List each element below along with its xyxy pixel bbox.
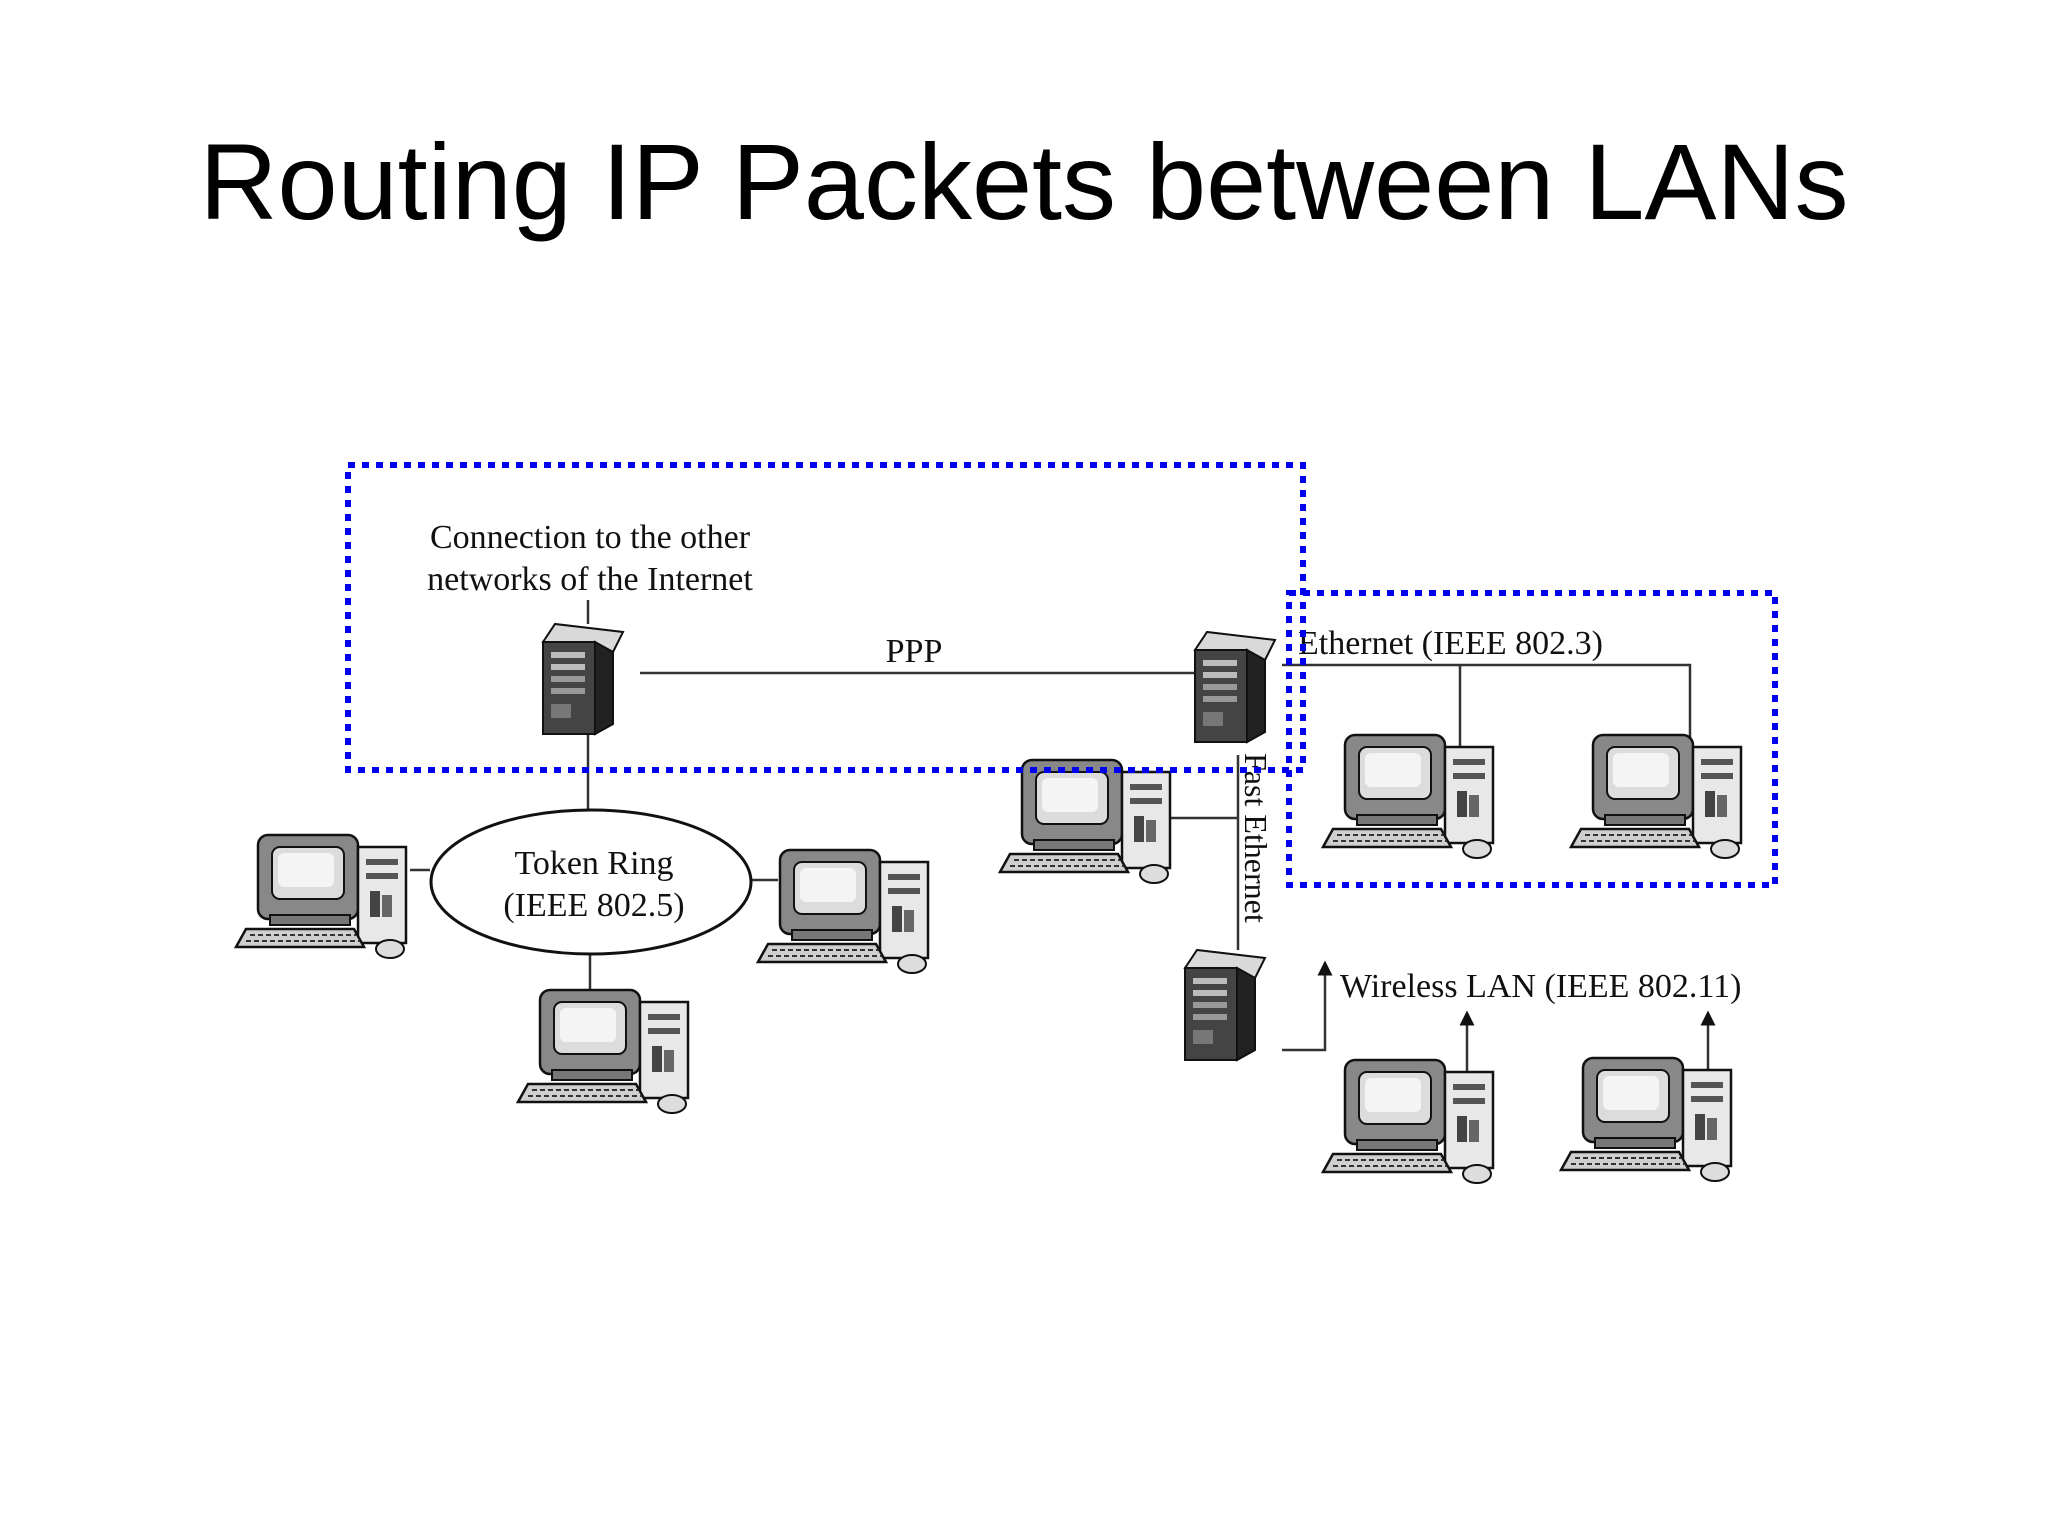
token-ring-label-line-1: Token Ring	[514, 845, 673, 882]
wireless-router-icon	[1184, 949, 1266, 1061]
pc-icon-wireless-2	[1559, 1056, 1733, 1183]
ethernet-label: Ethernet (IEEE 802.3)	[1298, 625, 1603, 662]
highlight-box-ethernet	[1286, 590, 1778, 888]
ethernet-bus	[1282, 663, 1692, 770]
internet-label-line-1: Connection to the other	[430, 519, 751, 556]
slide-title: Routing IP Packets between LANs	[199, 121, 1849, 242]
pc-icon-token-left	[234, 833, 408, 960]
token-ring	[429, 808, 753, 956]
network-links	[410, 600, 1716, 1075]
pc-icon-token-right	[756, 848, 930, 975]
wireless-link	[1282, 960, 1333, 1052]
pc-icon-ethernet-2	[1569, 733, 1743, 860]
internet-router-icon	[542, 623, 624, 735]
pc-icon-token-bottom	[516, 988, 690, 1115]
token-ring-label-line-2: (IEEE 802.5)	[503, 887, 684, 924]
pc-icon-fast-ethernet	[998, 758, 1172, 885]
wireless-lan-label: Wireless LAN (IEEE 802.11)	[1340, 968, 1741, 1005]
fast-ethernet-label: Fast Ethernet	[1238, 753, 1274, 923]
pc-icon-ethernet-1	[1321, 733, 1495, 860]
internet-label-line-2: networks of the Internet	[427, 561, 753, 598]
pc-icon-wireless-1	[1321, 1058, 1495, 1185]
ppp-label: PPP	[886, 633, 943, 670]
highlight-box-ppp	[345, 462, 1306, 773]
central-router-icon	[1194, 631, 1276, 743]
